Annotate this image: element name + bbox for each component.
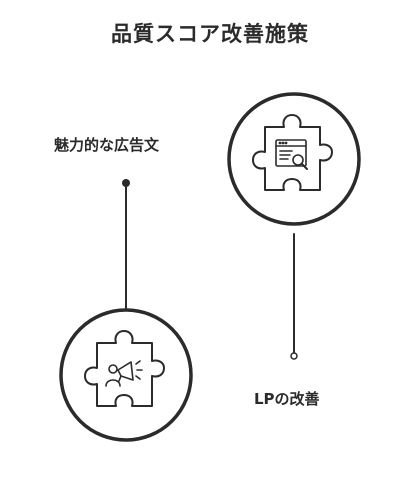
lp-node — [227, 92, 361, 226]
puzzle-piece-outline-ad — [84, 330, 165, 407]
webpage-search-icon — [275, 139, 308, 170]
label-lp-improvement: LPの改善 — [254, 390, 320, 408]
label-attractive-ad-copy: 魅力的な広告文 — [54, 136, 160, 154]
megaphone-icon — [105, 360, 143, 387]
connector-lp — [290, 233, 298, 360]
diagram-title: 品質スコア改善施策 — [111, 22, 309, 46]
puzzle-piece-outline-lp — [252, 114, 333, 191]
connector-ad — [122, 179, 130, 313]
ad-node — [59, 308, 193, 442]
